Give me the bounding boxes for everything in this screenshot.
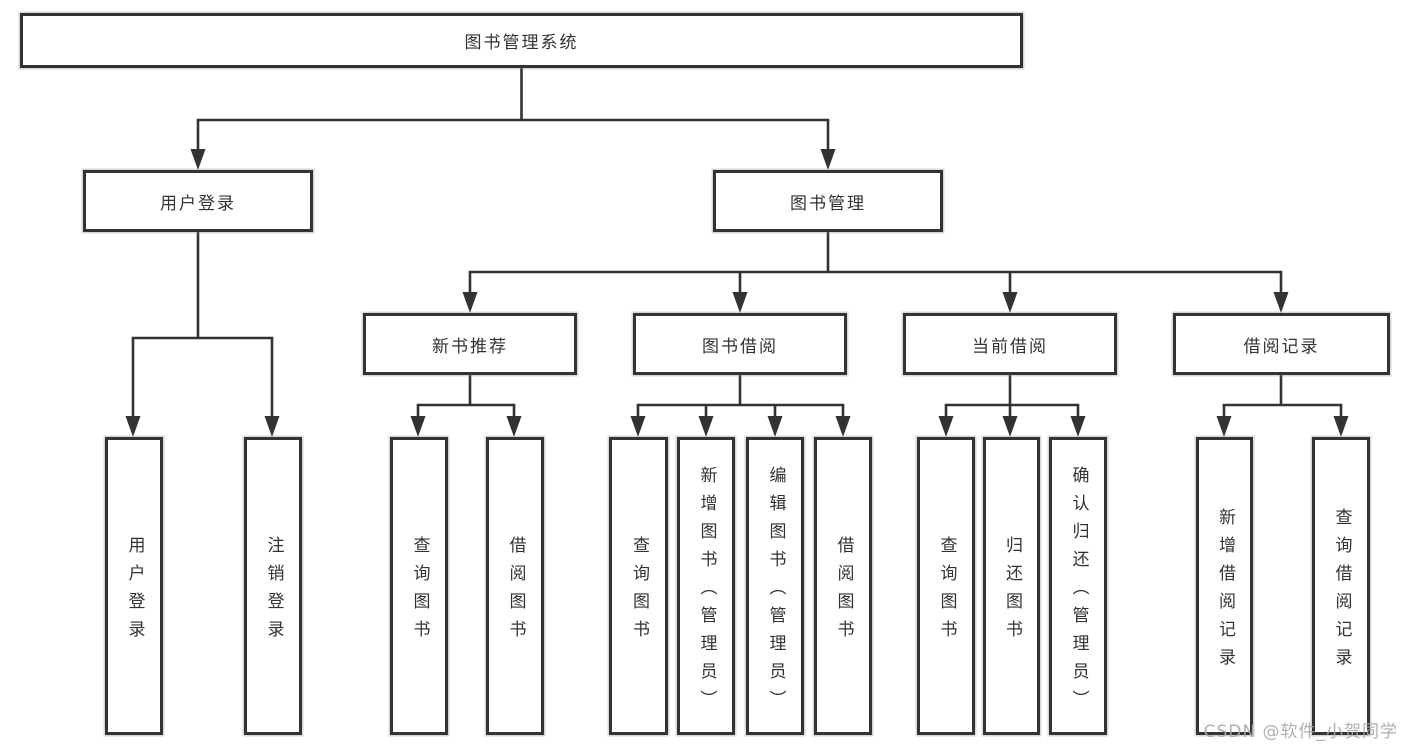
arrow-down-icon (125, 416, 141, 437)
arrow-down-icon (1273, 292, 1289, 313)
node-leaf-query-borrow-record: 查询借阅记录 (1312, 437, 1370, 735)
node-current-borrow: 当前借阅 (903, 313, 1117, 375)
node-leaf-add-book: 新增图书（管理员） (677, 437, 735, 735)
node-leaf-query-book-2-label: 查询图书 (629, 535, 649, 648)
node-leaf-borrow-book-1-label: 借阅图书 (505, 535, 526, 648)
node-leaf-borrow-book-2-label: 借阅图书 (833, 535, 854, 648)
node-leaf-query-book-1: 查询图书 (390, 437, 448, 735)
arrow-down-icon (1002, 416, 1018, 437)
arrow-down-icon (264, 416, 280, 437)
node-current-borrow-label: 当前借阅 (972, 336, 1048, 357)
arrow-down-icon (1216, 416, 1232, 437)
arrow-down-icon (1333, 416, 1349, 437)
node-borrow-records: 借阅记录 (1173, 313, 1390, 375)
node-leaf-query-book-1-label: 查询图书 (409, 535, 430, 648)
arrow-down-icon (506, 416, 522, 437)
node-leaf-query-book-2: 查询图书 (609, 437, 668, 735)
arrow-down-icon (767, 416, 783, 437)
node-leaf-return-book: 归还图书 (983, 437, 1040, 735)
arrow-down-icon (938, 416, 954, 437)
arrow-down-icon (698, 416, 714, 437)
node-new-book-recommend: 新书推荐 (363, 313, 577, 375)
node-leaf-edit-book: 编辑图书（管理员） (746, 437, 804, 735)
node-leaf-logout-label: 注销登录 (263, 535, 284, 648)
node-leaf-query-book-3-label: 查询图书 (936, 535, 957, 648)
node-leaf-user-login: 用户登录 (105, 437, 163, 735)
arrow-down-icon (732, 292, 748, 313)
node-borrow-records-label: 借阅记录 (1243, 336, 1320, 357)
node-leaf-return-book-label: 归还图书 (1002, 535, 1022, 648)
node-leaf-add-borrow-record-label: 新增借阅记录 (1215, 507, 1235, 676)
node-new-book-recommend-label: 新书推荐 (432, 336, 508, 357)
arrow-down-icon (190, 149, 206, 170)
csdn-watermark: CSDN @软件_小贺同学 (1203, 722, 1398, 742)
node-leaf-add-book-label: 新增图书（管理员） (696, 465, 717, 718)
node-book-borrow: 图书借阅 (633, 313, 847, 375)
node-leaf-borrow-book-1: 借阅图书 (486, 437, 544, 735)
node-leaf-add-borrow-record: 新增借阅记录 (1196, 437, 1253, 735)
node-leaf-confirm-return-label: 确认归还（管理员） (1068, 465, 1089, 718)
node-user-login-label: 用户登录 (160, 193, 236, 214)
node-leaf-query-book-3: 查询图书 (917, 437, 975, 735)
arrow-down-icon (820, 149, 836, 170)
arrow-down-icon (630, 416, 646, 437)
node-root-label: 图书管理系统 (464, 33, 579, 53)
arrow-down-icon (1070, 416, 1086, 437)
node-leaf-confirm-return: 确认归还（管理员） (1049, 437, 1107, 735)
arrow-down-icon (835, 416, 851, 437)
arrow-down-icon (410, 416, 426, 437)
node-book-management-label: 图书管理 (790, 193, 866, 214)
arrow-down-icon (462, 292, 478, 313)
node-leaf-user-login-label: 用户登录 (124, 535, 145, 648)
arrow-down-icon (1002, 292, 1018, 313)
node-user-login: 用户登录 (83, 170, 313, 232)
node-root: 图书管理系统 (20, 13, 1023, 68)
node-book-management: 图书管理 (713, 170, 943, 232)
node-leaf-logout: 注销登录 (244, 437, 302, 735)
node-leaf-query-borrow-record-label: 查询借阅记录 (1331, 507, 1352, 676)
node-book-borrow-label: 图书借阅 (702, 336, 778, 357)
node-leaf-edit-book-label: 编辑图书（管理员） (765, 465, 786, 718)
node-leaf-borrow-book-2: 借阅图书 (814, 437, 872, 735)
